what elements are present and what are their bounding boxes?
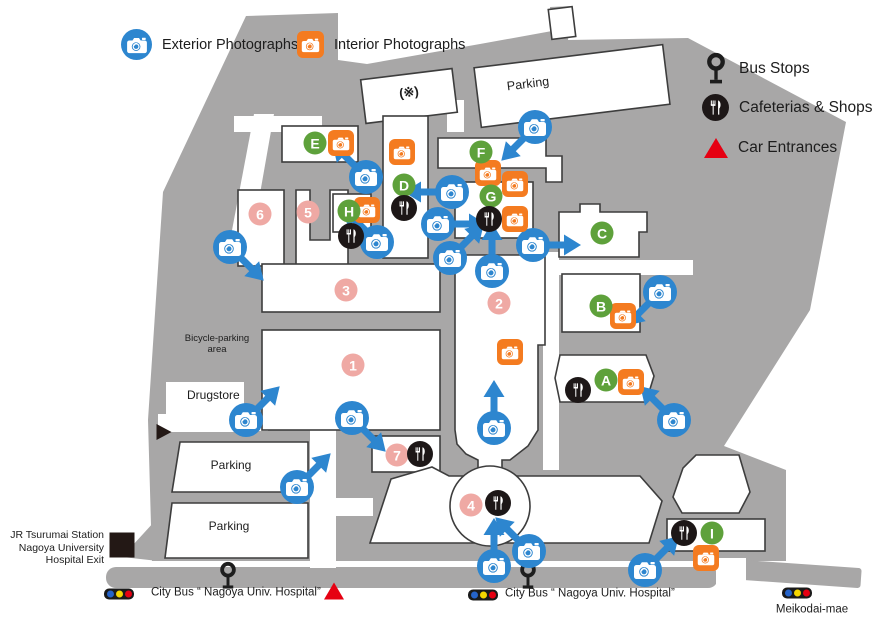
bicycle-parking-label: Bicycle-parking area	[184, 333, 250, 356]
exterior-camera-marker[interactable]	[512, 534, 546, 568]
bicycle-parking-line1: Bicycle-parking	[184, 333, 250, 345]
interior-camera-marker[interactable]	[328, 130, 354, 156]
legend-exterior-label: Exterior Photographs	[162, 36, 299, 53]
interior-camera-marker[interactable]	[497, 339, 523, 365]
building-letter-badge-G: G	[479, 184, 503, 208]
building-letter-badge-D: D	[392, 173, 416, 197]
city-bus-east-label: City Bus “ Nagoya Univ. Hospital”	[505, 587, 675, 600]
building-number-badge-5: 5	[296, 200, 320, 224]
building-number-badge-2: 2	[487, 291, 511, 315]
legend-interior: Interior Photographs	[297, 31, 465, 58]
interior-camera-marker[interactable]	[502, 206, 528, 232]
cafeteria-marker	[407, 441, 433, 467]
exterior-camera-marker[interactable]	[349, 160, 383, 194]
jr-exit-line1: JR Tsurumai Station	[10, 529, 104, 541]
legend-exterior: Exterior Photographs	[121, 29, 298, 60]
building-letter-badge-I: I	[700, 521, 724, 545]
interior-camera-marker[interactable]	[502, 171, 528, 197]
exterior-camera-marker[interactable]	[477, 411, 511, 445]
bus-stop-icon	[703, 52, 729, 86]
building-parking-west-lower	[164, 502, 309, 559]
building-letter-badge-F: F	[469, 140, 493, 164]
interior-camera-marker[interactable]	[618, 369, 644, 395]
building-letter-badge-A: A	[594, 368, 618, 392]
exterior-camera-marker[interactable]	[433, 241, 467, 275]
exterior-camera-marker[interactable]	[360, 225, 394, 259]
exterior-camera-marker[interactable]	[657, 403, 691, 437]
cafeteria-marker	[476, 206, 502, 232]
internal-roads	[158, 100, 746, 592]
building-F	[437, 137, 563, 183]
cafeteria-marker	[391, 195, 417, 221]
photo-direction-arrow	[545, 234, 581, 256]
traffic-light-icon	[782, 587, 812, 599]
legend-car-entrances-label: Car Entrances	[738, 139, 838, 156]
legend-bus-stops: Bus Stops	[703, 52, 810, 86]
exterior-camera-marker[interactable]	[229, 403, 263, 437]
exterior-camera-marker[interactable]	[213, 230, 247, 264]
exterior-camera-marker[interactable]	[280, 470, 314, 504]
main-road	[106, 567, 718, 588]
interior-camera-marker[interactable]	[389, 139, 415, 165]
building-letter-badge-E: E	[303, 131, 327, 155]
interior-camera-marker[interactable]	[693, 545, 719, 571]
exterior-camera-marker[interactable]	[421, 207, 455, 241]
legend-bus-stops-label: Bus Stops	[739, 60, 810, 77]
parking-west-upper-label: Parking	[210, 458, 252, 473]
photo-direction-arrow	[483, 380, 505, 416]
exterior-camera-marker[interactable]	[643, 275, 677, 309]
building-north-annex	[547, 5, 577, 41]
exterior-camera-marker[interactable]	[516, 228, 550, 262]
bus-stop-marker	[218, 561, 239, 591]
jr-exit-label: JR Tsurumai Station Nagoya University Ho…	[10, 529, 104, 567]
exterior-camera-marker[interactable]	[435, 175, 469, 209]
interior-camera-marker[interactable]	[475, 160, 501, 186]
east-road	[742, 560, 862, 588]
car-entrance-icon	[704, 138, 728, 158]
cafeteria-marker	[565, 377, 591, 403]
building-3	[261, 263, 441, 313]
cafeteria-marker	[485, 490, 511, 516]
exterior-camera-marker[interactable]	[628, 553, 662, 587]
parking-west-lower-label: Parking	[208, 519, 250, 534]
legend-cafeterias: Cafeterias & Shops	[702, 94, 873, 121]
entrance-direction-triangle	[156, 424, 172, 440]
meikodai-mae-label: Meikodai-mae	[775, 603, 849, 616]
exterior-camera-marker[interactable]	[475, 254, 509, 288]
building-number-badge-4: 4	[459, 493, 483, 517]
jr-exit-line3: Hospital Exit	[45, 554, 104, 566]
cafeteria-marker	[338, 223, 364, 249]
city-bus-west-label: City Bus “ Nagoya Univ. Hospital”	[151, 586, 321, 599]
exterior-camera-marker[interactable]	[335, 401, 369, 435]
building-letter-badge-B: B	[589, 294, 613, 318]
building-number-badge-7: 7	[385, 443, 409, 467]
building-south-east	[672, 454, 751, 514]
legend-cafeterias-label: Cafeterias & Shops	[739, 98, 873, 116]
building-number-badge-1: 1	[341, 353, 365, 377]
exterior-camera-marker[interactable]	[477, 549, 511, 583]
bicycle-parking-line2: area	[207, 344, 227, 355]
exterior-camera-icon	[121, 29, 152, 60]
car-entrance-marker	[324, 582, 344, 600]
legend-car-entrances: Car Entrances	[704, 138, 837, 158]
traffic-light-icon	[104, 588, 134, 600]
drugstore-label: Drugstore	[187, 388, 240, 403]
building-number-badge-3: 3	[334, 278, 358, 302]
traffic-light-icon	[468, 589, 498, 601]
cafeteria-marker	[671, 520, 697, 546]
legend-interior-label: Interior Photographs	[334, 36, 466, 53]
building-letter-badge-C: C	[590, 221, 614, 245]
jr-exit-line2: Nagoya University	[18, 541, 104, 554]
building-parking-north	[473, 43, 671, 129]
star-building-label: (※)	[398, 83, 420, 101]
interior-camera-marker[interactable]	[610, 303, 636, 329]
exterior-camera-marker[interactable]	[518, 110, 552, 144]
cafeteria-icon	[702, 94, 729, 121]
building-letter-badge-H: H	[337, 199, 361, 223]
interior-camera-icon	[297, 31, 324, 58]
jr-station-marker	[109, 532, 135, 558]
building-number-badge-6: 6	[248, 202, 272, 226]
